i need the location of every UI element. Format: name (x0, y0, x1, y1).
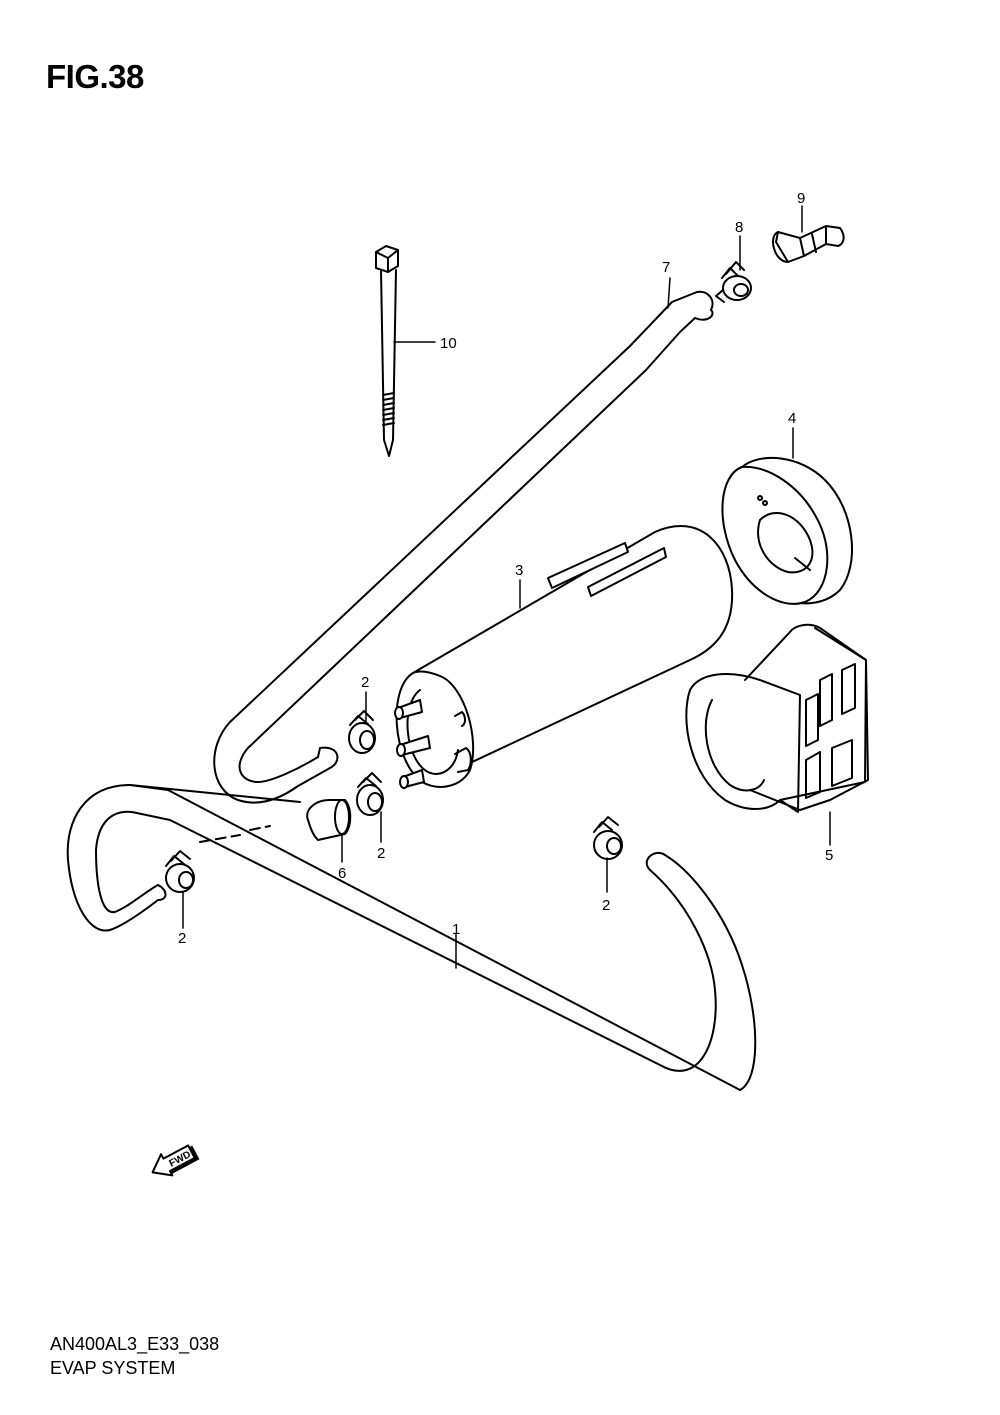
callout-7: 7 (662, 259, 670, 276)
callout-8: 8 (735, 219, 743, 236)
clamp-2-part-c (165, 850, 195, 893)
callout-2-b: 2 (377, 845, 385, 862)
callout-2-c: 2 (178, 930, 186, 947)
connector-9-part (772, 225, 845, 263)
clamp-2-part-a (348, 710, 376, 754)
callout-1: 1 (452, 921, 460, 938)
diagram-code: AN400AL3_E33_038 (50, 1334, 220, 1354)
canister-part (394, 525, 734, 789)
clamp-2-part-b (356, 772, 384, 816)
callout-6: 6 (338, 865, 346, 882)
callout-2-a: 2 (361, 674, 369, 691)
callout-3: 3 (515, 562, 523, 579)
clamp-2-part-d (593, 816, 623, 860)
cap-6-part (306, 799, 352, 841)
clamp-8-part (715, 261, 752, 303)
fwd-arrow-icon: FWD (151, 1144, 200, 1177)
figure-title: FIG.38 (46, 58, 144, 95)
callout-labels: 10 7 8 9 4 3 2 2 6 5 2 2 1 (178, 190, 833, 947)
callout-2-d: 2 (602, 897, 610, 914)
callout-10: 10 (440, 335, 457, 352)
hose-1-part (66, 784, 757, 1091)
leader-lines (182, 205, 831, 969)
callout-5: 5 (825, 847, 833, 864)
diagram-name: EVAP SYSTEM (50, 1358, 176, 1378)
callout-9: 9 (797, 190, 805, 207)
cover-boot-5-part (685, 623, 869, 813)
cable-tie-part (375, 245, 399, 457)
bracket-ring-4-part (721, 456, 853, 605)
callout-4: 4 (788, 410, 796, 427)
